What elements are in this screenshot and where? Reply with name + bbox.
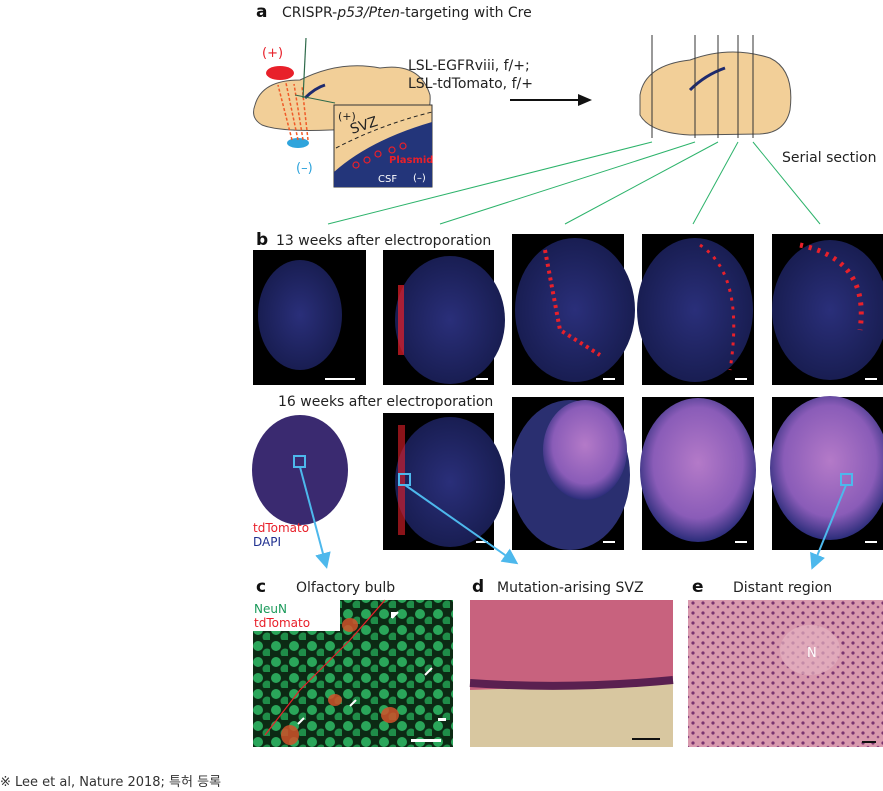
- panel-e: e Distant region N: [688, 577, 883, 747]
- panel-a-title: CRISPR-p53/Pten-targeting with Cre: [282, 5, 532, 21]
- svg-text:CSF: CSF: [378, 174, 397, 185]
- section-lines: [651, 35, 754, 138]
- panel-a: a CRISPR-p53/Pten-targeting with Cre (+)…: [253, 2, 877, 225]
- section-connector-lines: [327, 141, 821, 225]
- footnote: ※ Lee et al, Nature 2018; 특허 등록: [0, 775, 221, 790]
- brain-sectioned-illustration: [639, 51, 792, 136]
- panel-label-b: b: [256, 230, 268, 250]
- legend-neun: NeuN: [254, 602, 287, 616]
- electrode-plus-label: (+): [262, 46, 283, 61]
- genotype-line-2: LSL-tdTomato, f/+: [408, 76, 533, 92]
- panel-label-e: e: [692, 577, 704, 597]
- ventricle-icon: [303, 83, 326, 100]
- svg-text:Plasmid: Plasmid: [389, 155, 433, 166]
- panel-label-a: a: [256, 2, 267, 22]
- right-arrow-icon: [510, 94, 592, 106]
- row2-title: 16 weeks after electroporation: [278, 394, 493, 410]
- legend-dapi: DAPI: [253, 535, 281, 549]
- panel-label-d: d: [472, 577, 484, 597]
- row-13-weeks: [253, 234, 883, 385]
- svg-text:(+): (+): [338, 110, 356, 123]
- electrode-minus-label: (–): [296, 161, 313, 176]
- row-16-weeks: [252, 396, 883, 550]
- panel-d: d Mutation-arising SVZ: [469, 577, 674, 747]
- panel-b: b 13 weeks after electroporation 16 week…: [252, 230, 883, 570]
- negative-electrode-icon: [287, 138, 309, 148]
- serial-section-label: Serial section: [782, 150, 877, 166]
- zoom-arrows: [299, 466, 847, 570]
- genotype-line-1: LSL-EGFRviii, f/+;: [408, 58, 530, 74]
- svz-inset: (+) SVZ Plasmid CSF (–): [333, 104, 433, 188]
- necrosis-marker: N: [807, 646, 817, 661]
- legend-tdtomato: tdTomato: [253, 521, 309, 535]
- injection-needle: [302, 37, 307, 99]
- legend-tdtomato-c: tdTomato: [254, 616, 310, 630]
- panel-c: c Olfactory bulb NeuN tdTomato: [253, 577, 453, 747]
- panel-e-title: Distant region: [733, 580, 832, 596]
- panel-label-c: c: [256, 577, 266, 597]
- distant-region-histology-image: [688, 600, 883, 747]
- panel-d-title: Mutation-arising SVZ: [497, 580, 644, 596]
- panel-c-title: Olfactory bulb: [296, 580, 395, 596]
- row1-title: 13 weeks after electroporation: [276, 233, 491, 249]
- svg-text:(–): (–): [413, 173, 426, 184]
- positive-electrode-icon: [266, 66, 294, 80]
